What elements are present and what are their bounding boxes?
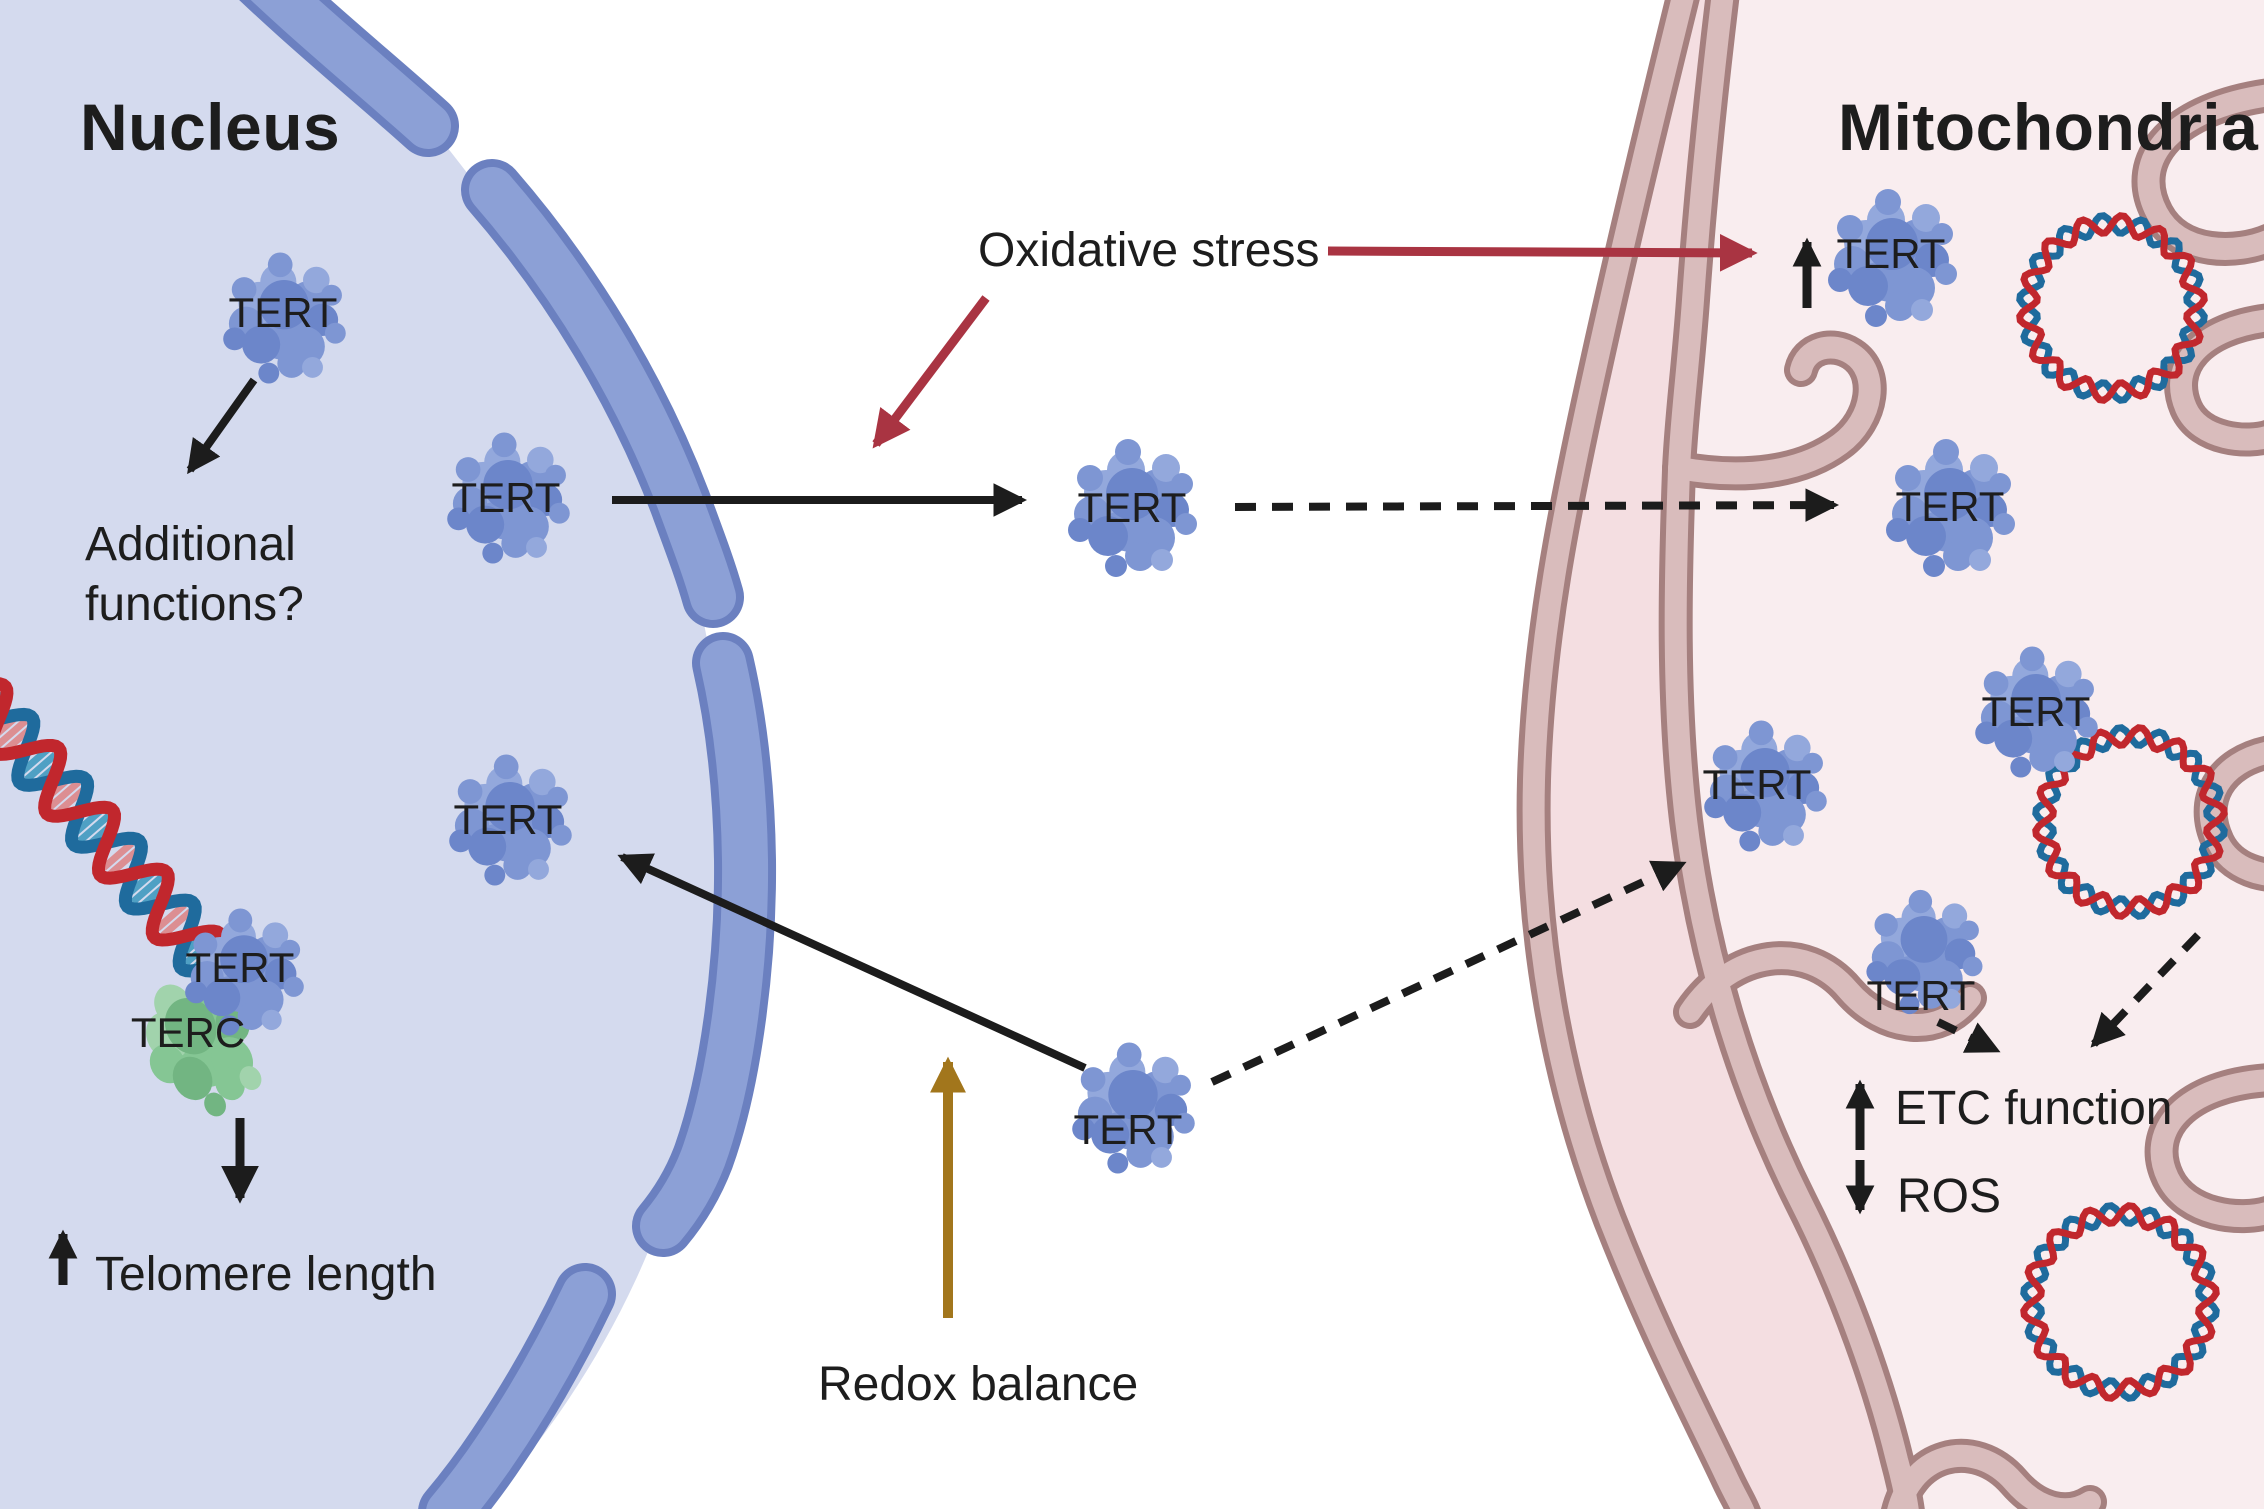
crista-fold-fill [2137, 84, 2264, 260]
oxidative-stress-arrow-right [1327, 233, 1758, 272]
mito-matrix-fill [1675, 0, 2264, 1509]
mitochondria-title: Mitochondria [1838, 90, 2259, 164]
nuclear-envelope-segment-fill [469, 167, 736, 620]
tert-label: TERT [1896, 483, 2005, 530]
nuclear-envelope-segment-fill [640, 640, 769, 1249]
nuclear-envelope-segment-fill [250, 0, 451, 149]
decorative-strand [154, 902, 187, 932]
decorative-strand [77, 813, 111, 844]
crista-fold-fill [2150, 1069, 2264, 1228]
telomere-length-label: Telomere length [95, 1248, 437, 1301]
crista-fold-fill [1887, 1444, 2101, 1509]
mito-inner-membrane-fill [1664, 0, 1919, 1509]
decorative-strand [101, 840, 134, 871]
decorative-strand [47, 779, 82, 810]
tert-label: TERT [1867, 972, 1976, 1019]
oxidative-stress-arrow-diagonal [872, 295, 990, 449]
tert-to-etc-arrow [1936, 1018, 2001, 1054]
nuclear-reimport-arrow [617, 853, 1087, 1072]
additional-functions-label-line2: functions? [85, 578, 304, 631]
decorative-strand [2032, 724, 2228, 920]
crista-fold-fill [1679, 947, 1981, 1036]
tert-label: TERT [452, 474, 561, 521]
crista-fold-fill [1668, 336, 1881, 485]
mtdna-to-etc-arrow [2090, 932, 2201, 1048]
tert-label: TERT [1837, 230, 1946, 277]
decorative-strand [19, 746, 51, 775]
additional-functions-arrow [186, 377, 258, 475]
mtdna-ring [2020, 1202, 2220, 1402]
decorative-strand [0, 676, 229, 980]
decorative-strand [160, 908, 193, 938]
mtdna-ring [2016, 212, 2208, 404]
crista-fold-fill [2170, 309, 2264, 451]
redox-balance-label: Redox balance [818, 1358, 1138, 1411]
additional-functions-label: Additional [85, 518, 296, 571]
nuclear-envelope [239, 0, 777, 1509]
mito-inner-membrane-system [1658, 0, 2264, 1509]
oxidative-stress-label: Oxidative stress [978, 224, 1319, 277]
decorative-strand [55, 787, 86, 815]
terc-label: TERC [131, 1009, 245, 1056]
nucleoplasm-fill [0, 0, 725, 1509]
nucleus-title: Nucleus [80, 90, 340, 164]
mtdna-ring [2032, 724, 2228, 920]
decorative-strand [107, 848, 140, 877]
tert-label: TERT [229, 289, 338, 336]
tert-label: TERT [1078, 484, 1187, 531]
decorative-strand [0, 718, 29, 749]
decorative-strand [24, 752, 58, 783]
decorative-strand [130, 874, 164, 905]
tert-label: TERT [186, 944, 295, 991]
decorative-strand [0, 681, 228, 978]
etc-function-label: ETC function [1895, 1082, 2172, 1135]
mito-import-arrow [1234, 488, 1840, 522]
nuclear-envelope-segment-fill [426, 1271, 608, 1509]
tert-label: TERT [1982, 688, 2091, 735]
nucleus-region: Nucleus TERT Additional functions? TERT … [0, 0, 777, 1509]
ros-label: ROS [1897, 1170, 2001, 1223]
cytoplasm-region: TERT TERT Oxidative stress Redox balance [612, 224, 1840, 1411]
tert-label: TERT [454, 796, 563, 843]
tert-label: TERT [1074, 1106, 1183, 1153]
mito-import-arrow-lower [1210, 860, 1687, 1086]
telomerase-complex: TERT TERC [119, 908, 304, 1135]
decorative-strand [2020, 1202, 2220, 1402]
mitochondrion-region: Mitochondria TERT TERT TERT TERT TERT ET… [1516, 0, 2264, 1509]
tert-label: TERT [1703, 761, 1812, 808]
decorative-strand [2016, 212, 2208, 404]
